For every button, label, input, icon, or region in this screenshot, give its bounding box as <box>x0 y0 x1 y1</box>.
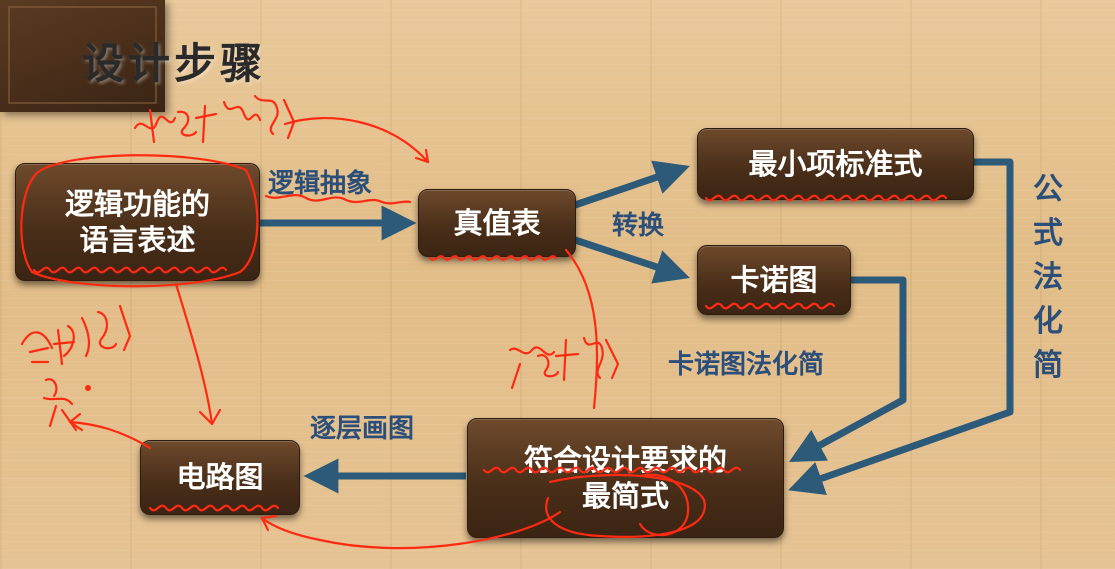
annotation-wave-simplest <box>482 466 742 474</box>
arrow-truth-table-to-minterm <box>573 160 690 209</box>
label-formula-char-5: 简 <box>1033 348 1063 383</box>
annotation-arrow-to-truth-table <box>283 117 430 164</box>
annotation-scribble-reasonable <box>20 304 132 366</box>
node-truth-table: 真值表 <box>418 189 576 257</box>
label-formula-char-4: 化 <box>1033 304 1063 339</box>
node-simplest-line2: 最简式 <box>581 479 669 513</box>
annotation-arrow-to-circuit <box>174 282 214 426</box>
node-language-line1: 逻辑功能的 <box>64 186 210 221</box>
annotation-dot <box>85 385 91 391</box>
annotation-wave-kmap <box>704 302 836 310</box>
annotation-curve-truth-to-simplest <box>564 248 599 410</box>
node-karnaugh-map: 卡诺图 <box>697 245 851 315</box>
annotation-arrow-left <box>68 420 152 450</box>
corner-frame-decoration <box>0 0 165 112</box>
annotation-arrow-bottom <box>260 510 562 550</box>
node-language-description: 逻辑功能的 语言表述 <box>15 163 260 281</box>
annotation-loop-language <box>20 154 259 288</box>
arrow-truth-table-to-kmap <box>573 236 690 284</box>
annotation-scribble-design-requirements <box>133 94 296 144</box>
label-formula-char-1: 公 <box>1033 172 1063 207</box>
label-formula-char-2: 式 <box>1033 216 1063 251</box>
node-language-line2: 语言表述 <box>79 223 196 257</box>
annotation-wave-circuit <box>148 504 280 512</box>
label-formula-char-3: 法 <box>1033 260 1063 295</box>
label-formula-simplification: 公 式 法 化 简 <box>1028 168 1068 388</box>
annotation-scribble-device-requirements <box>508 336 620 390</box>
label-logic-abstraction: 逻辑抽象 <box>268 169 373 199</box>
annotation-underline-abstraction <box>264 194 412 205</box>
node-minterm-standard-form: 最小项标准式 <box>697 128 974 200</box>
annotation-circle-simplest <box>545 473 706 538</box>
annotation-scribble-solution <box>42 378 78 432</box>
annotation-wave-minterm <box>704 194 948 202</box>
label-draw-layer-by-layer: 逐层画图 <box>310 414 415 444</box>
label-convert: 转换 <box>612 211 665 241</box>
arrow-minterm-to-simplest <box>788 158 1014 496</box>
page-title: 设计步骤 <box>82 39 267 88</box>
annotation-wave-truth-table <box>428 255 558 261</box>
arrow-kmap-to-simplest <box>788 276 907 463</box>
node-simplest-form: 符合设计要求的 最简式 <box>467 418 784 538</box>
label-karnaugh-simplification: 卡诺图法化简 <box>668 350 825 380</box>
node-circuit-diagram: 电路图 <box>140 440 300 515</box>
annotation-wave-language <box>32 266 228 274</box>
